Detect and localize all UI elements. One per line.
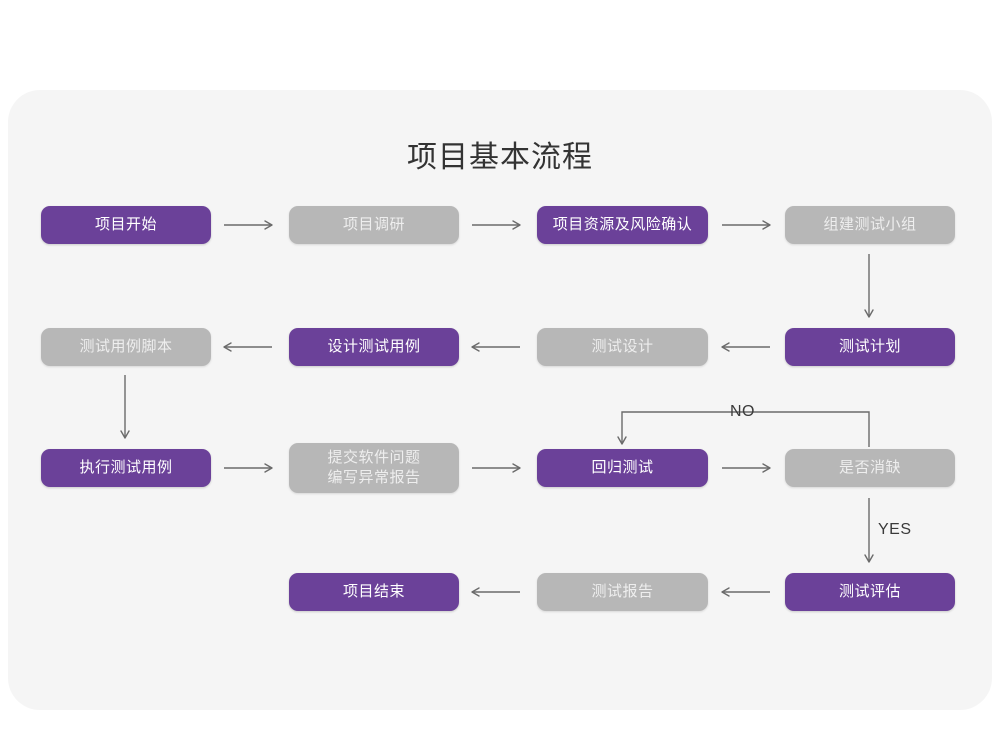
flow-node-project-end[interactable]: 项目结束 <box>289 573 459 611</box>
flowchart-card <box>8 90 992 710</box>
flow-node-execute-test-case[interactable]: 执行测试用例 <box>41 449 211 487</box>
flow-node-submit-issue-report[interactable]: 提交软件问题 编写异常报告 <box>289 443 459 493</box>
flow-node-defect-cleared[interactable]: 是否消缺 <box>785 449 955 487</box>
edge-label-no: NO <box>730 403 755 420</box>
flow-node-test-plan[interactable]: 测试计划 <box>785 328 955 366</box>
page-title: 项目基本流程 <box>407 141 593 174</box>
flow-node-form-test-team[interactable]: 组建测试小组 <box>785 206 955 244</box>
flow-node-project-start[interactable]: 项目开始 <box>41 206 211 244</box>
flow-node-test-report[interactable]: 测试报告 <box>537 573 708 611</box>
flow-node-regression-test[interactable]: 回归测试 <box>537 449 708 487</box>
flow-node-design-test-case[interactable]: 设计测试用例 <box>289 328 459 366</box>
flow-node-resource-risk-confirm[interactable]: 项目资源及风险确认 <box>537 206 708 244</box>
edge-label-yes: YES <box>878 521 912 538</box>
flow-node-project-research[interactable]: 项目调研 <box>289 206 459 244</box>
flow-node-test-design[interactable]: 测试设计 <box>537 328 708 366</box>
flow-node-test-evaluation[interactable]: 测试评估 <box>785 573 955 611</box>
flow-node-test-case-script[interactable]: 测试用例脚本 <box>41 328 211 366</box>
